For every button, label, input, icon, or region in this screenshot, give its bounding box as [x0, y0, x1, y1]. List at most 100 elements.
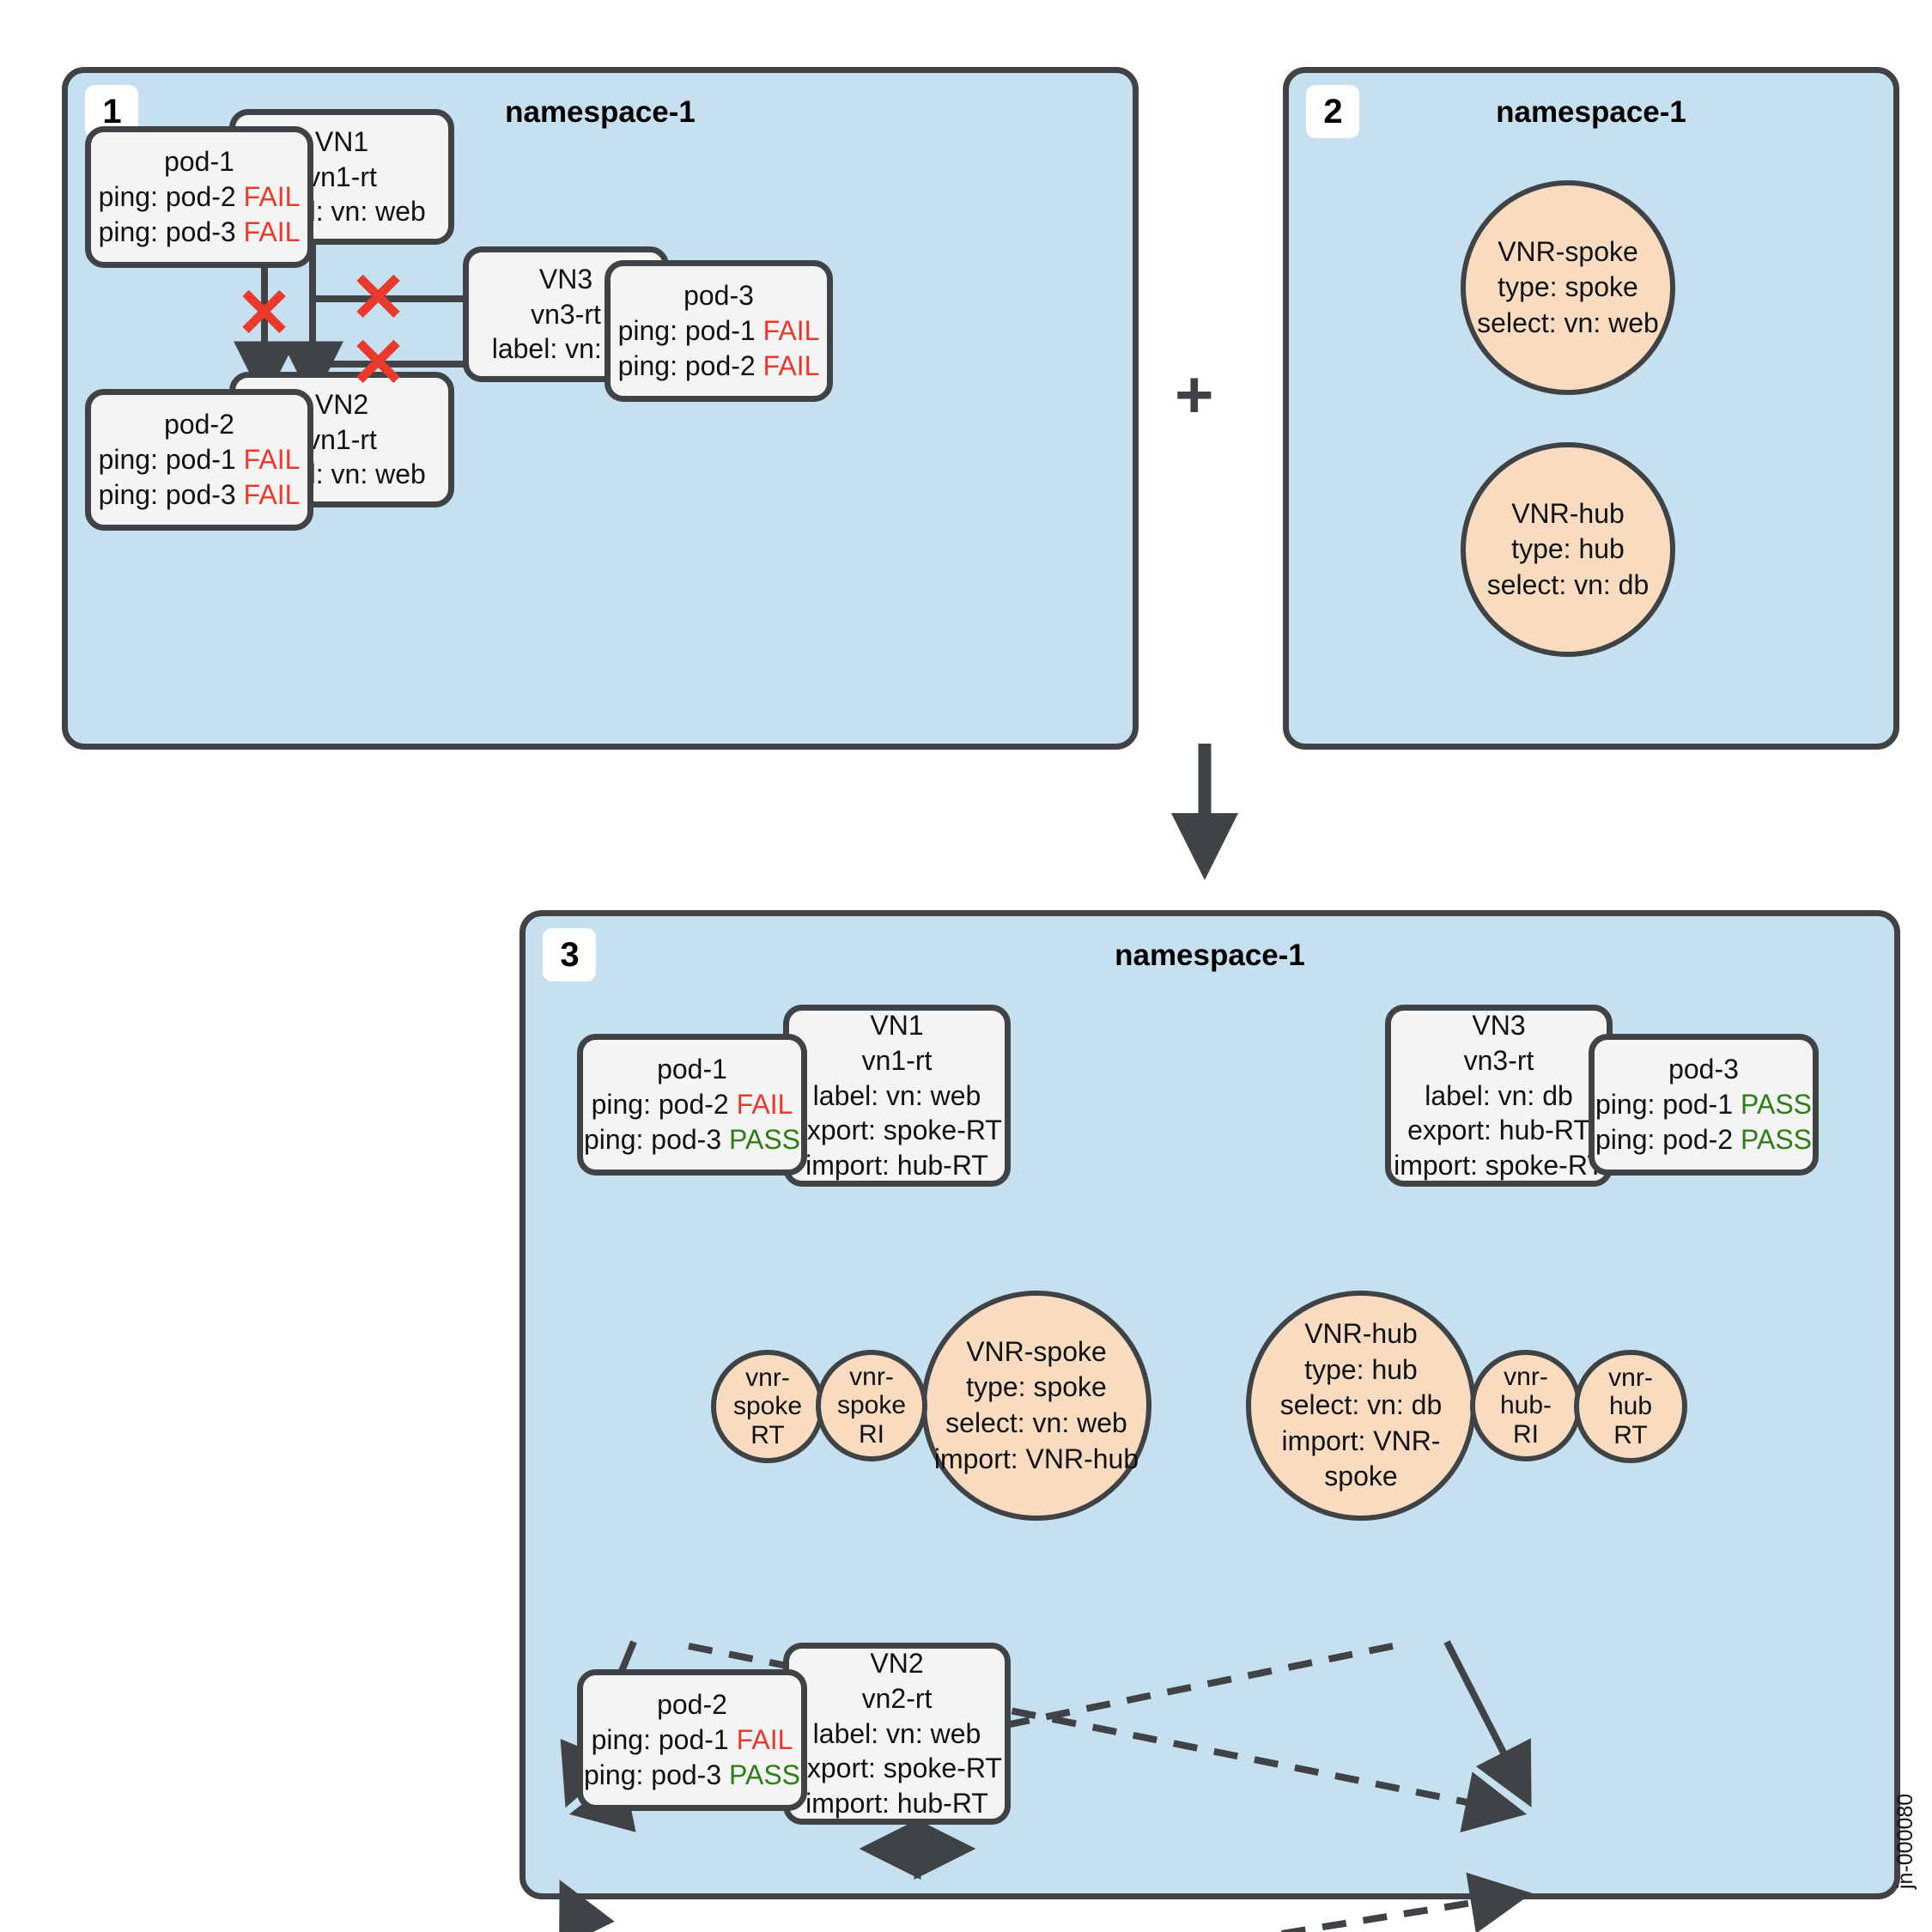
status-fail: FAIL: [736, 1089, 793, 1121]
vn-rt: vn1-rt: [307, 423, 377, 455]
vnr-name: VNR-hub: [1511, 497, 1625, 529]
blocked-x-icon: ✕: [235, 275, 294, 351]
vn-rt: vn3-rt: [531, 298, 601, 330]
vnr-name: VNR-spoke: [1498, 235, 1638, 267]
vn-rt: vn1-rt: [861, 1044, 933, 1076]
ping-row: ping: pod-1 FAIL: [591, 1724, 793, 1756]
ping-row: ping: pod-1 FAIL: [98, 444, 301, 476]
status-fail: FAIL: [762, 349, 820, 381]
status-fail: FAIL: [243, 444, 301, 476]
status-fail: FAIL: [736, 1724, 793, 1756]
panel-3-pod-3-box[interactable]: pod-3 ping: pod-1 PASS ping: pod-2 PASS: [1589, 1034, 1819, 1176]
vn-import: import: spoke-RT: [1394, 1150, 1604, 1182]
panel-2-vnr-spoke-circle[interactable]: VNR-spoke type: spoke select: vn: web: [1461, 180, 1675, 395]
panel-2-title: namespace-1: [1496, 95, 1686, 129]
vnr-import: import: VNR-: [1281, 1425, 1441, 1456]
status-fail: FAIL: [243, 216, 301, 247]
vn-rt: vn2-rt: [861, 1682, 933, 1714]
vnr-select: select: vn: web: [945, 1407, 1127, 1438]
ri-line: vnr-: [1504, 1362, 1548, 1391]
ri-line: hub-: [1499, 1391, 1552, 1420]
vnr-name: VNR-hub: [1304, 1318, 1418, 1350]
vnr-select: select: vn: db: [1486, 568, 1649, 600]
vn-import: import: hub-RT: [805, 1788, 988, 1820]
ping-row: ping: pod-3 FAIL: [98, 478, 301, 510]
ping-row: ping: pod-1 FAIL: [617, 315, 820, 347]
vn-export: export: spoke-RT: [792, 1753, 1002, 1784]
panel-2-badge: 2: [1306, 85, 1359, 138]
vnr-select: select: vn: db: [1279, 1389, 1443, 1421]
vn-label: label: vn: db: [1425, 1079, 1573, 1111]
rt-line: RT: [1613, 1420, 1648, 1449]
pod-title: pod-1: [164, 146, 234, 178]
vn-title: VN1: [314, 125, 369, 157]
panel-3-title: namespace-1: [1115, 939, 1305, 972]
blocked-x-icon: ✕: [349, 325, 408, 401]
panel-1-pod-2-box[interactable]: pod-2 ping: pod-1 FAIL ping: pod-3 FAIL: [85, 389, 313, 531]
vn-title: VN2: [870, 1647, 924, 1679]
panel-3-vnr-hub-rt-circle[interactable]: vnr- hub RT: [1574, 1350, 1687, 1463]
ri-line: vnr-: [849, 1362, 894, 1391]
ri-line: RI: [1513, 1419, 1539, 1449]
panel-2: 2 namespace-1 VNR-spoke type: spoke sele…: [1283, 67, 1899, 750]
vnr-import: import: VNR-hub: [933, 1443, 1139, 1474]
panel-3-badge: 3: [543, 928, 596, 981]
vn-rt: vn3-rt: [1463, 1044, 1534, 1076]
vn-label: label: vn: web: [812, 1079, 981, 1111]
ping-row: ping: pod-3 PASS: [584, 1123, 801, 1155]
vnr-type: type: hub: [1511, 533, 1625, 565]
vnr-type: type: spoke: [966, 1371, 1107, 1403]
rt-line: vnr-: [1608, 1363, 1653, 1392]
status-fail: FAIL: [243, 478, 301, 510]
pod-title: pod-1: [657, 1054, 727, 1085]
plus-icon: +: [1175, 356, 1214, 432]
panel-3-vnr-hub-ri-circle[interactable]: vnr- hub- RI: [1470, 1350, 1582, 1461]
vn-import: import: hub-RT: [805, 1150, 988, 1182]
rt-line: RT: [750, 1420, 785, 1449]
panel-1-title: namespace-1: [505, 95, 696, 129]
vn-title: VN3: [1472, 1009, 1526, 1041]
rt-line: vnr-: [745, 1363, 790, 1392]
panel-3-vn3-box[interactable]: VN3 vn3-rt label: vn: db export: hub-RT …: [1385, 1005, 1613, 1187]
pod-title: pod-3: [1668, 1054, 1739, 1085]
panel-1-pod-3-box[interactable]: pod-3 ping: pod-1 FAIL ping: pod-2 FAIL: [605, 260, 833, 402]
status-pass: PASS: [729, 1123, 801, 1155]
ping-row: ping: pod-2 FAIL: [617, 349, 820, 381]
panel-3-vnr-spoke-ri-circle[interactable]: vnr- spoke RI: [816, 1350, 927, 1461]
ri-line: spoke: [836, 1391, 907, 1420]
status-fail: FAIL: [762, 315, 820, 347]
ping-row: ping: pod-2 FAIL: [98, 181, 301, 213]
pod-title: pod-3: [683, 280, 754, 312]
figure-id-watermark: jn-000080: [1893, 1793, 1917, 1889]
rt-line: spoke: [732, 1392, 803, 1421]
vn-label: label: vn: web: [812, 1717, 981, 1749]
ping-row: ping: pod-2 PASS: [1595, 1123, 1813, 1155]
status-fail: FAIL: [243, 181, 301, 213]
blocked-x-icon: ✕: [349, 259, 408, 336]
panel-1-pod-1-box[interactable]: pod-1 ping: pod-2 FAIL ping: pod-3 FAIL: [85, 126, 313, 268]
vnr-select: select: vn: web: [1477, 307, 1659, 338]
ping-row: ping: pod-3 PASS: [584, 1759, 801, 1790]
status-pass: PASS: [1741, 1123, 1813, 1155]
panel-3-vn2-box[interactable]: VN2 vn2-rt label: vn: web export: spoke-…: [783, 1643, 1011, 1825]
ri-line: RI: [859, 1419, 884, 1449]
pod-title: pod-2: [657, 1689, 727, 1721]
rt-line: hub: [1608, 1392, 1653, 1421]
status-pass: PASS: [1741, 1089, 1813, 1121]
panel-3-vn1-box[interactable]: VN1 vn1-rt label: vn: web export: spoke-…: [783, 1005, 1011, 1187]
vn-title: VN1: [870, 1009, 924, 1041]
panel-3-pod-2-box[interactable]: pod-2 ping: pod-1 FAIL ping: pod-3 PASS: [577, 1669, 807, 1811]
vnr-type: type: hub: [1304, 1353, 1418, 1385]
panel-1: 1 namespace-1 pod-1 ping: pod-2 FAIL pin…: [62, 67, 1139, 750]
panel-2-vnr-hub-circle[interactable]: VNR-hub type: hub select: vn: db: [1461, 442, 1675, 657]
pod-title: pod-2: [164, 409, 234, 440]
panel-3-vnr-spoke-circle[interactable]: VNR-spoke type: spoke select: vn: web im…: [921, 1291, 1151, 1521]
panel-3-pod-1-box[interactable]: pod-1 ping: pod-2 FAIL ping: pod-3 PASS: [577, 1034, 807, 1176]
panel-3-vnr-spoke-rt-circle[interactable]: vnr- spoke RT: [711, 1350, 824, 1463]
vnr-type: type: spoke: [1498, 271, 1638, 303]
ping-row: ping: pod-2 FAIL: [591, 1089, 793, 1121]
vnr-name: VNR-spoke: [966, 1335, 1107, 1367]
panel-3-vnr-hub-circle[interactable]: VNR-hub type: hub select: vn: db import:…: [1246, 1291, 1476, 1521]
status-pass: PASS: [729, 1759, 801, 1790]
